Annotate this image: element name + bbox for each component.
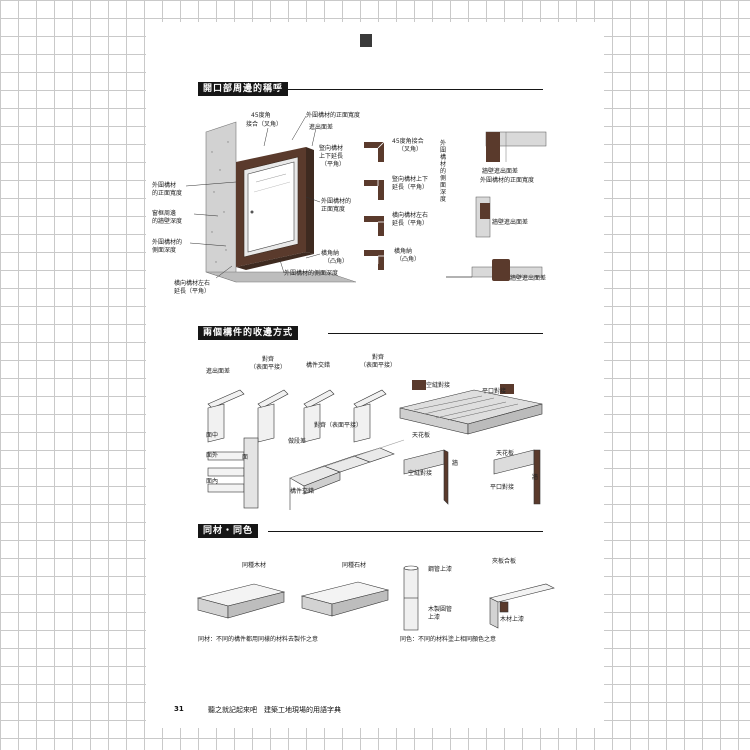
label-flush-3: 對齊（表面平接） bbox=[314, 422, 363, 429]
detail-corner-sub: （凸角） bbox=[396, 256, 421, 263]
label-same-stone: 同種石材 bbox=[342, 562, 367, 569]
label-horizontal-extension: 橫向構材左右 bbox=[174, 280, 211, 287]
label-vertical-member-2: 上下延長 bbox=[319, 153, 344, 160]
label-corner-2: （凸角） bbox=[324, 258, 349, 265]
section-header-opening: 開口部周邊的稱呼 bbox=[198, 82, 543, 96]
label-face-inner: 面內 bbox=[206, 478, 219, 485]
label-wall-projection-1: 牆壁進出面差 bbox=[482, 168, 519, 175]
label-gap-joint-2: 空縫對接 bbox=[408, 470, 433, 477]
material-illustrations bbox=[196, 565, 555, 631]
section-details bbox=[446, 131, 547, 281]
label-flush-2: 對齊 bbox=[372, 354, 385, 361]
label-corner: 橫角納 bbox=[321, 250, 340, 257]
book-page: 開口部周邊的稱呼 45度角 接合（叉角） 外圍構材的正面寬度 進出面差 豎向構材… bbox=[146, 22, 604, 728]
caption-same-material: 同材：不同的構件都用同樣的材料去製作之意 bbox=[198, 636, 319, 643]
label-wood-painted: 木材上漆 bbox=[500, 616, 525, 623]
footer-book-title: 聽之就記起來吧 建築工地現場的用語字典 bbox=[208, 706, 341, 714]
label-butt-joint-2: 平口對接 bbox=[490, 484, 515, 491]
detail-vertical-extension-sub: 延長（平角） bbox=[392, 184, 429, 191]
label-side-depth-2: 側面深度 bbox=[152, 247, 177, 254]
label-vertical-member-3: （平角） bbox=[321, 161, 346, 168]
label-face: 面 bbox=[242, 454, 249, 461]
label-ceiling-2: 天花板 bbox=[496, 450, 515, 457]
detail-horizontal-extension: 橫向構材左右 bbox=[392, 212, 429, 219]
page-tab-marker bbox=[360, 34, 372, 47]
label-wall-depth-2: 的牆壁深度 bbox=[152, 218, 183, 225]
detail-corner: 橫角納 bbox=[394, 248, 413, 255]
label-steel-painted: 鋼管上漆 bbox=[428, 566, 453, 573]
label-gap-joint: 空縫對接 bbox=[426, 382, 451, 389]
detail-45-joint-sub: （叉角） bbox=[398, 146, 423, 153]
label-outer-front-width: 外圍構材的正面寬度 bbox=[306, 112, 361, 119]
label-ceiling: 天花板 bbox=[412, 432, 431, 439]
section-title: 開口部周邊的稱呼 bbox=[198, 82, 289, 96]
label-outer-side-depth-vertical: 外圍構材的側面深度 bbox=[440, 140, 447, 203]
section-title: 同材・同色 bbox=[198, 524, 259, 538]
label-wall: 牆 bbox=[452, 460, 459, 467]
label-side-depth-bottom: 外圍構材的側面深度 bbox=[284, 270, 339, 277]
label-wall-depth: 窗框周邊 bbox=[152, 210, 177, 217]
joint-illustrations bbox=[207, 380, 543, 510]
corner-joint-diagrams bbox=[364, 141, 385, 270]
label-same-wood: 同種木材 bbox=[242, 562, 267, 569]
page-number: 31 bbox=[174, 705, 184, 713]
label-vertical-member: 豎向構材 bbox=[319, 145, 344, 152]
section-title: 兩個構件的收邊方式 bbox=[198, 326, 299, 340]
label-face-middle: 面中 bbox=[206, 432, 219, 439]
label-face-outer: 面外 bbox=[206, 452, 219, 459]
detail-45-joint: 45度角接合 bbox=[392, 138, 424, 145]
label-outer-front-width-2: 外圍構材的正面寬度 bbox=[480, 177, 535, 184]
label-plywood: 夾板合板 bbox=[492, 558, 517, 565]
label-side-depth: 外圍構材的 bbox=[152, 239, 183, 246]
label-wood-pipe: 木製圓管 bbox=[428, 606, 453, 613]
label-outer-member: 外圍構材 bbox=[152, 182, 177, 189]
label-45-angle-sub: 接合（叉角） bbox=[246, 121, 283, 128]
label-wall-projection-2: 牆壁進出面差 bbox=[492, 219, 529, 226]
section-rule bbox=[268, 531, 543, 532]
leader-lines bbox=[185, 115, 321, 279]
label-projection-diff: 進出面差 bbox=[206, 368, 231, 375]
label-flush-sub: （表面平接） bbox=[250, 364, 287, 371]
section-header-same: 同材・同色 bbox=[198, 524, 543, 538]
label-wall-projection-3: 牆壁進出面差 bbox=[510, 275, 547, 282]
label-staggered: 構件交錯 bbox=[306, 362, 331, 369]
label-outer-front-width-right: 外圍構材的 bbox=[321, 198, 352, 205]
section-header-joints: 兩個構件的收邊方式 bbox=[198, 326, 543, 340]
label-outer-member-2: 的正面寬度 bbox=[152, 190, 183, 197]
caption-same-color: 同色：不同的材料塗上相同顏色之意 bbox=[400, 636, 497, 643]
label-wall-2: 牆 bbox=[532, 474, 539, 481]
detail-horizontal-extension-sub: 延長（平角） bbox=[392, 220, 429, 227]
label-wood-pipe-sub: 上漆 bbox=[428, 614, 441, 621]
section-rule bbox=[328, 333, 543, 334]
label-flush-2-sub: （表面平接） bbox=[360, 362, 397, 369]
label-projection: 進出面差 bbox=[309, 124, 334, 131]
label-horizontal-extension-2: 延長（平角） bbox=[174, 288, 211, 295]
label-step: 做段差 bbox=[288, 438, 307, 445]
detail-vertical-extension: 豎向構材上下 bbox=[392, 176, 429, 183]
window-illustration bbox=[205, 121, 357, 283]
label-flush: 對齊 bbox=[262, 356, 275, 363]
label-staggered-2: 構件交錯 bbox=[290, 488, 315, 495]
label-butt-joint: 平口對接 bbox=[482, 388, 507, 395]
label-45-angle: 45度角 bbox=[251, 112, 271, 119]
label-outer-front-width-right-2: 正面寬度 bbox=[321, 206, 346, 213]
section-rule bbox=[272, 89, 543, 90]
